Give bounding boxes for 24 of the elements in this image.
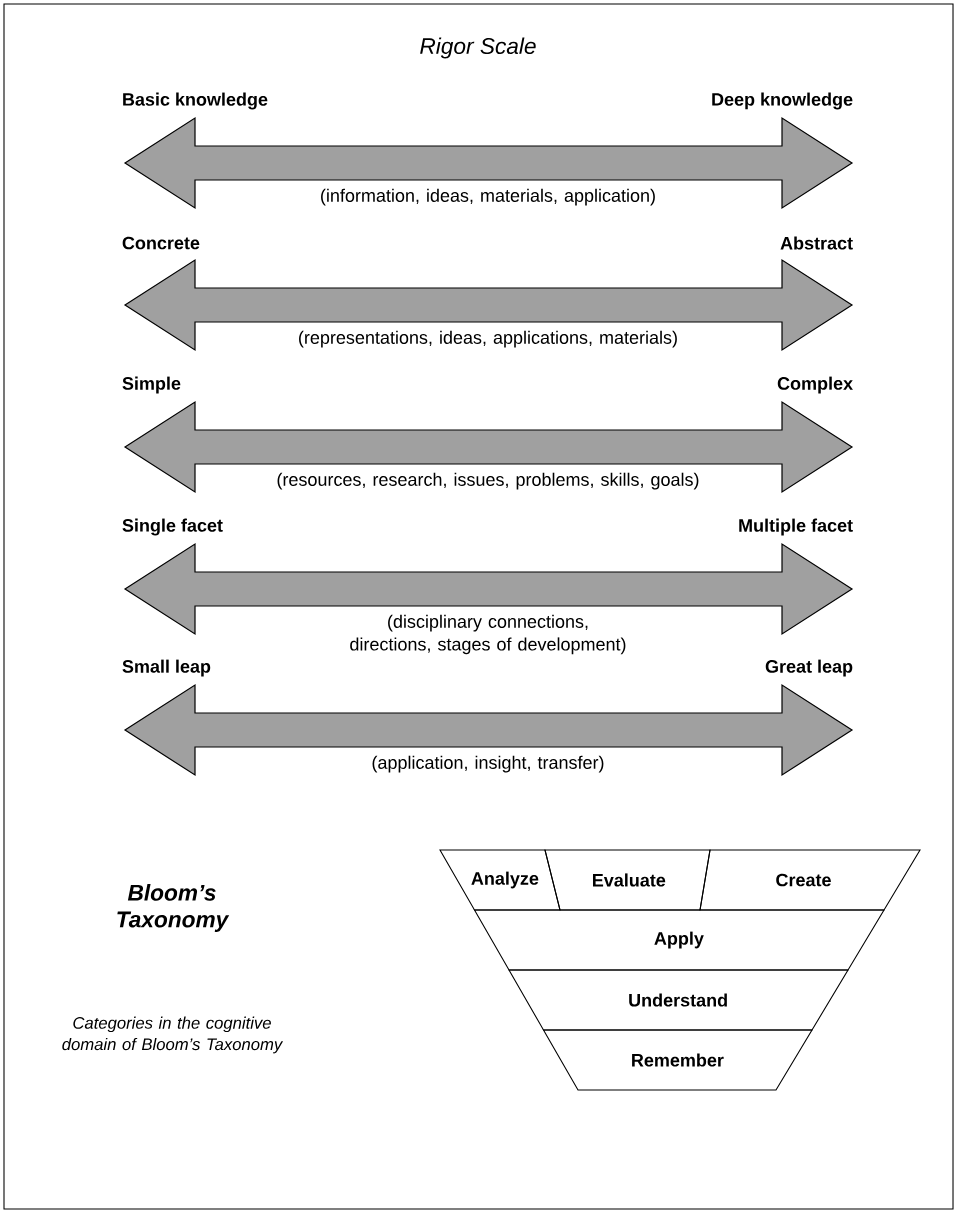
scale-end-label: Small leap [122, 659, 211, 677]
scale-end-label: Abstract [780, 236, 853, 250]
scale-end-label: Basic knowledge [123, 92, 268, 110]
scale-end-label: Simple [122, 376, 181, 394]
scale-end-label: Deep knowledge [712, 92, 853, 110]
caption: Categories in the cognitive domain of Bloom’s Taxonomy [62, 1016, 284, 1054]
edge-label: (resources, research, issues, problems, skills, goals) [277, 472, 699, 490]
scale-end-label: Concrete [122, 236, 200, 250]
scale-end-label: Multiple facet [739, 518, 853, 536]
taxonomy-section: Create [699, 849, 921, 911]
edge-label: (information, ideas, materials, application) [321, 188, 655, 206]
title: Rigor Scale [420, 37, 536, 59]
taxonomy-section: Remember [542, 1029, 813, 1091]
taxonomy-section: Apply [473, 909, 885, 971]
heading: Bloom’s Taxonomy [117, 884, 230, 932]
edge-label: (representations, ideas, applications, materials) [299, 330, 677, 348]
edge-label: (disciplinary connections, directions, stages of development) [350, 614, 626, 655]
taxonomy-section: Evaluate [544, 849, 711, 911]
taxonomy-section: Analyze [439, 849, 561, 911]
scale-end-label: Single facet [122, 518, 223, 536]
scale-end-label: Complex [777, 376, 853, 394]
scale-end-label: Great leap [765, 659, 853, 677]
taxonomy-section: Understand [508, 969, 849, 1031]
edge-label: (application, insight, transfer) [372, 755, 604, 773]
